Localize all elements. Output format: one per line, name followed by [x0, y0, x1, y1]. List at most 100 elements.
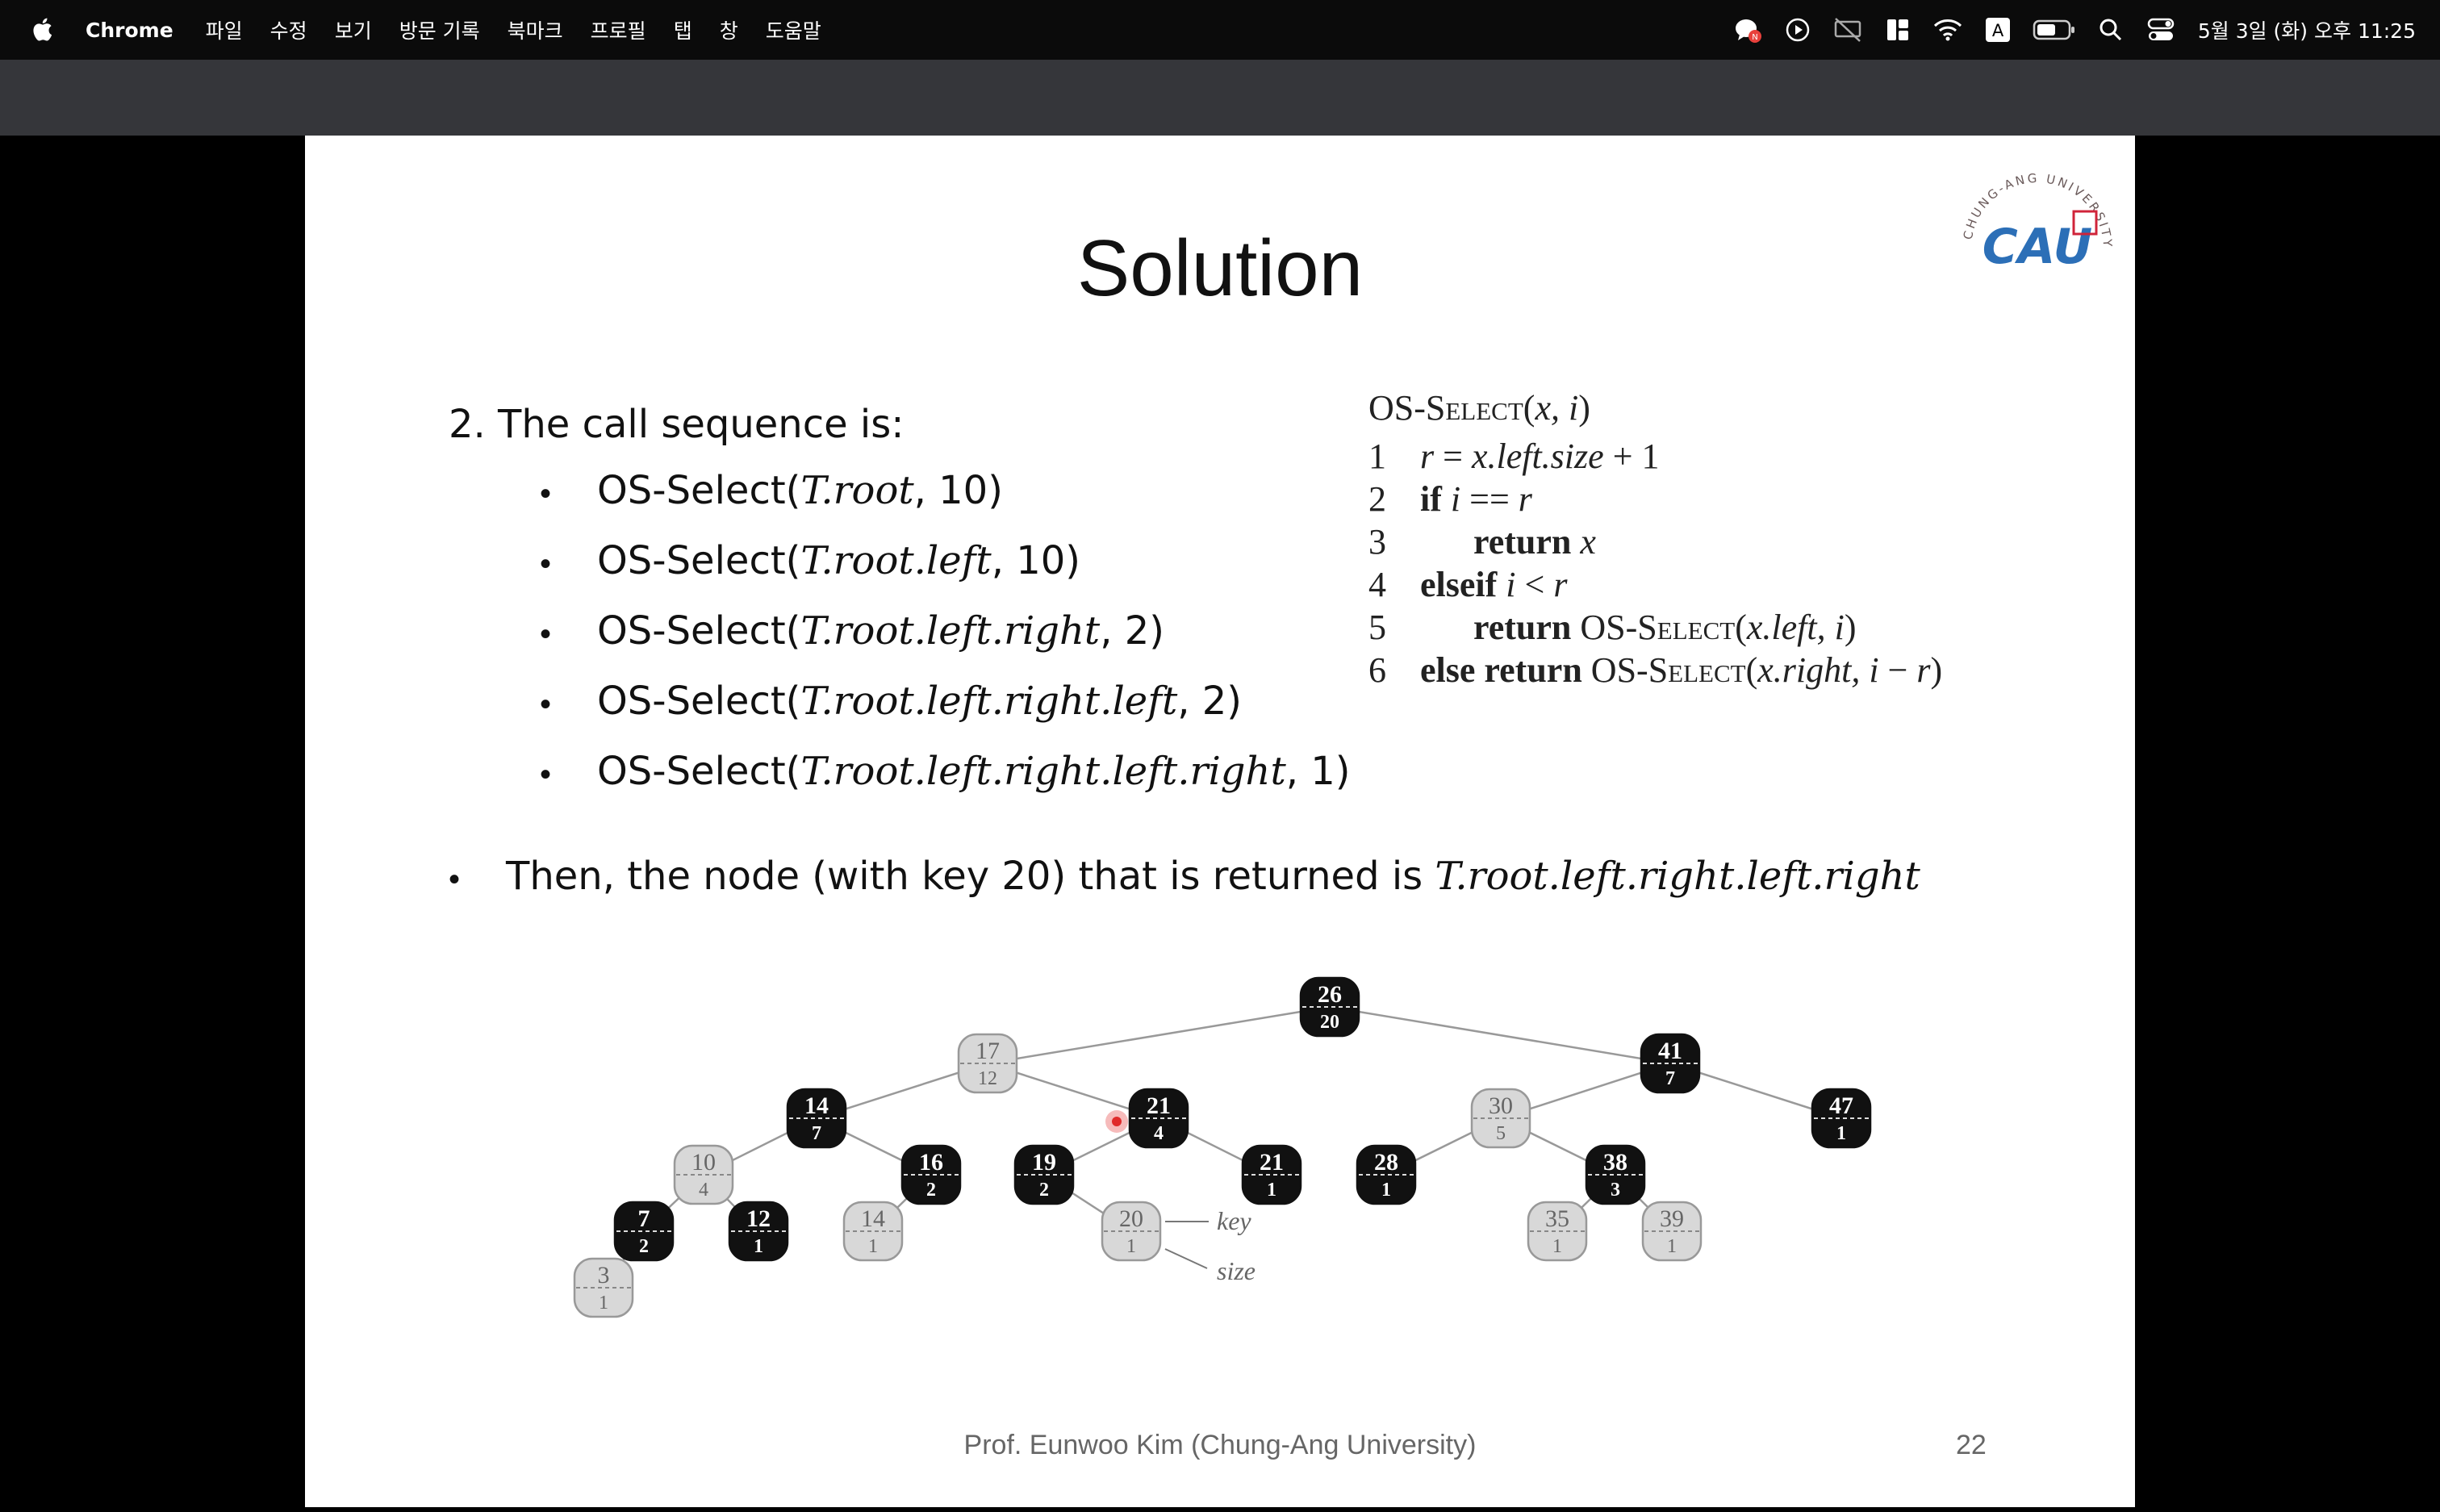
- legend-size-label: size: [1217, 1256, 1256, 1285]
- tree-node-size: 7: [812, 1123, 821, 1144]
- tree-node: 417: [1640, 1033, 1701, 1094]
- call-item: OS-Select(T.root.left.right.left.right, …: [597, 749, 1351, 794]
- tree-node-key: 47: [1829, 1092, 1853, 1119]
- control-center-icon[interactable]: [2145, 14, 2177, 46]
- menu-tab[interactable]: 탭: [673, 19, 692, 43]
- tree-node-key: 30: [1489, 1092, 1513, 1119]
- call-suffix: , 2): [1100, 608, 1164, 654]
- tree-node-size: 20: [1320, 1012, 1339, 1033]
- tree-node-size: 1: [599, 1293, 608, 1314]
- pseudocode-header: OS-Select(x, i): [1368, 388, 1590, 428]
- tree-node-key: 3: [598, 1262, 610, 1289]
- pseudocode-line: if i == r: [1420, 479, 1532, 519]
- tree-node-size: 1: [868, 1236, 878, 1257]
- menu-profile[interactable]: 프로필: [590, 19, 646, 43]
- presentation-slide: CHUNG-ANG UNIVERSITY CAU Solution 2. The…: [305, 136, 2135, 1507]
- call-prefix: OS-Select(: [597, 608, 801, 654]
- tree-node-key: 10: [691, 1149, 716, 1176]
- slide-page-number: 22: [1956, 1430, 1987, 1460]
- call-math: T.root.left.right.left.right: [800, 749, 1286, 794]
- spotlight-search-icon[interactable]: [2095, 14, 2127, 46]
- call-item: OS-Select(T.root.left.right.left, 2): [597, 679, 1242, 724]
- tree-node-key: 21: [1147, 1092, 1171, 1119]
- tree-node-key: 17: [976, 1038, 1000, 1064]
- menu-bookmarks[interactable]: 북마크: [507, 19, 563, 43]
- slide-title: Solution: [1076, 223, 1364, 312]
- bullet-dot: •: [540, 687, 552, 722]
- legend-pointer: [1164, 1248, 1208, 1269]
- tree-node-size: 1: [1552, 1236, 1562, 1257]
- tree-node-size: 5: [1496, 1123, 1506, 1144]
- pseudocode-line: else return OS-Select(x.right, i − r): [1420, 650, 1943, 690]
- screen-mirror-off-icon[interactable]: [1832, 14, 1864, 46]
- call-prefix: OS-Select(: [597, 679, 801, 724]
- pseudocode-line: return OS-Select(x.left, i): [1473, 608, 1857, 647]
- tree-node: 383: [1585, 1144, 1646, 1205]
- wifi-icon[interactable]: [1932, 14, 1964, 46]
- order-statistic-tree-figure: 2620171241714721430547110416219221128138…: [573, 976, 1872, 1318]
- tree-node-size: 1: [1126, 1236, 1136, 1257]
- pseudocode-line-number: 4: [1368, 565, 1386, 604]
- svg-text:N: N: [1752, 33, 1757, 42]
- slide-footer: Prof. Eunwoo Kim (Chung-Ang University): [963, 1430, 1477, 1460]
- apple-menu-icon[interactable]: [31, 13, 56, 45]
- tree-node-size: 3: [1611, 1180, 1620, 1201]
- conclusion-math: T.root.left.right.left.right: [1435, 854, 1920, 899]
- tree-node: 121: [728, 1201, 789, 1262]
- menu-chrome[interactable]: Chrome: [86, 18, 173, 42]
- tree-node-key: 39: [1660, 1205, 1684, 1232]
- menubar-clock[interactable]: 5월 3일 (화) 오후 11:25: [2197, 19, 2416, 43]
- cau-logo: CHUNG-ANG UNIVERSITY CAU: [1961, 171, 2113, 275]
- call-prefix: OS-Select(: [597, 468, 801, 513]
- bullet-dot: •: [540, 757, 552, 792]
- menu-edit[interactable]: 수정: [269, 19, 307, 43]
- menu-file[interactable]: 파일: [205, 19, 243, 43]
- menu-help[interactable]: 도움말: [765, 19, 821, 43]
- input-source-icon[interactable]: A: [1982, 14, 2014, 46]
- call-suffix: , 2): [1177, 679, 1243, 724]
- bullet-dot: •: [540, 616, 552, 652]
- bullet-dot: •: [449, 862, 461, 897]
- menu-window[interactable]: 창: [719, 19, 738, 43]
- pseudocode-line-number: 5: [1368, 608, 1386, 647]
- call-math: T.root.left.right.left: [800, 679, 1178, 724]
- tree-node-key: 21: [1260, 1149, 1284, 1176]
- tree-node-size: 2: [639, 1236, 649, 1257]
- pseudocode-line: r = x.left.size + 1: [1420, 436, 1660, 476]
- tree-node-key: 19: [1032, 1149, 1056, 1176]
- bullet-dot: •: [540, 546, 552, 582]
- menu-view[interactable]: 보기: [334, 19, 372, 43]
- tree-node-key: 16: [919, 1149, 943, 1176]
- tree-node-size: 1: [1836, 1123, 1846, 1144]
- tree-node: 192: [1013, 1144, 1075, 1205]
- tree-node: 391: [1641, 1201, 1703, 1262]
- conclusion-plain: Then, the node (with key 20) that is ret…: [506, 854, 1435, 899]
- tree-node: 214: [1128, 1088, 1189, 1149]
- tree-node-size: 1: [1267, 1180, 1276, 1201]
- pseudocode-line-number: 3: [1368, 522, 1386, 562]
- battery-icon[interactable]: [2032, 14, 2077, 46]
- tree-node: 281: [1356, 1144, 1417, 1205]
- call-item: OS-Select(T.root, 10): [597, 468, 1003, 513]
- laser-pointer-dot: [1112, 1117, 1122, 1126]
- panels-icon[interactable]: [1882, 14, 1914, 46]
- tree-node-key: 14: [861, 1205, 885, 1232]
- tree-node-size: 2: [926, 1180, 936, 1201]
- call-prefix: OS-Select(: [597, 538, 801, 583]
- call-suffix: , 1): [1285, 749, 1351, 794]
- play-circle-icon[interactable]: [1782, 14, 1814, 46]
- tree-node: 201: [1101, 1201, 1162, 1262]
- tree-node-key: 35: [1545, 1205, 1569, 1232]
- tree-node-key: 20: [1119, 1205, 1143, 1232]
- tree-node: 471: [1811, 1088, 1872, 1149]
- menu-history[interactable]: 방문 기록: [399, 19, 480, 43]
- call-item: OS-Select(T.root.left.right, 2): [597, 608, 1164, 654]
- rec-chat-icon[interactable]: N: [1732, 14, 1764, 46]
- tree-node: 72: [613, 1201, 675, 1262]
- tree-edge: [1329, 1005, 1671, 1065]
- tree-node-size: 1: [1667, 1236, 1677, 1257]
- call-item: OS-Select(T.root.left, 10): [597, 538, 1080, 583]
